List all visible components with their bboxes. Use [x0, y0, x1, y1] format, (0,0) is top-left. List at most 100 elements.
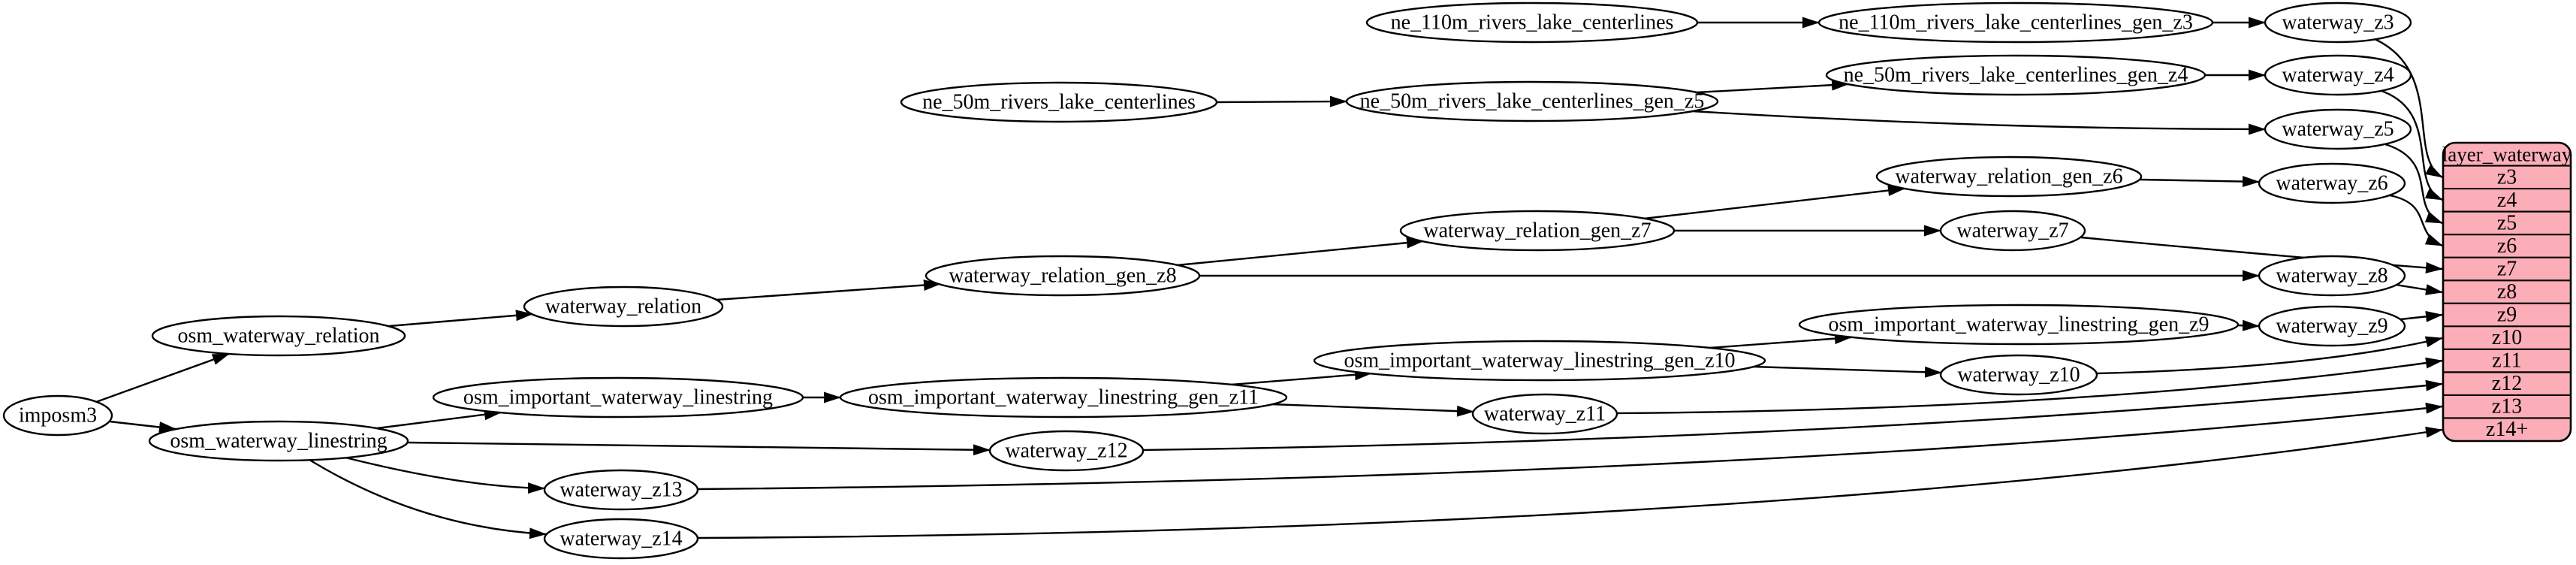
- edge-ne-50m-rivers-lake-centerlines-gen-z5-to-ne-50m-rivers-lake-centerlines-gen-z4: [1696, 79, 1849, 94]
- layer-table-row-z9: z9: [2497, 304, 2517, 327]
- node-ne-50m-rivers-lake-centerlines-gen-z5-shape: [1345, 80, 1719, 122]
- node-ne-50m-rivers-lake-centerlines-gen-z4: ne_50m_rivers_lake_centerlines_gen_z4: [1825, 54, 2206, 96]
- node-waterway-z9-shape: [2258, 305, 2406, 347]
- layer-table-row-z8: z8: [2497, 280, 2517, 304]
- edge-waterway-relation-gen-z6-to-waterway-z6: [2139, 176, 2260, 188]
- edge-waterway-z12-to-row-z12: [1142, 379, 2443, 452]
- node-ne-110m-rivers-lake-centerlines-gen-z3-shape: [1817, 2, 2214, 44]
- layer-table-row-z4: z4: [2497, 189, 2517, 212]
- node-osm-important-waterway-linestring-gen-z11-label: osm_important_waterway_linestring_gen_z1…: [868, 386, 1259, 409]
- node-waterway-z4-shape: [2264, 54, 2412, 96]
- node-waterway-z9: waterway_z9: [2258, 305, 2406, 347]
- node-waterway-z11: waterway_z11: [1471, 393, 1618, 435]
- node-waterway-z6: waterway_z6: [2258, 162, 2406, 204]
- node-imposm3-label: imposm3: [19, 404, 97, 428]
- edge-waterway-z7-to-row-z7: [2080, 236, 2443, 273]
- node-waterway-z10: waterway_z10: [1939, 354, 2098, 396]
- edge-osm-important-waterway-linestring-gen-z9-to-waterway-z9: [2237, 319, 2260, 331]
- edge-waterway-z5-to-row-z5: [2384, 143, 2443, 225]
- node-osm-important-waterway-linestring-gen-z9: osm_important_waterway_linestring_gen_z9: [1798, 304, 2240, 346]
- edge-imposm3-to-osm-waterway-linestring: [109, 420, 176, 433]
- node-osm-important-waterway-linestring-gen-z9-label: osm_important_waterway_linestring_gen_z9: [1829, 313, 2210, 337]
- node-ne-110m-rivers-lake-centerlines-shape: [1365, 2, 1699, 44]
- node-ne-50m-rivers-lake-centerlines-label: ne_50m_rivers_lake_centerlines: [922, 91, 1196, 114]
- node-waterway-z10-label: waterway_z10: [1957, 364, 2080, 387]
- node-waterway-z10-shape: [1939, 354, 2098, 396]
- node-waterway-relation-gen-z6-label: waterway_relation_gen_z6: [1895, 165, 2122, 189]
- node-waterway-z5: waterway_z5: [2264, 108, 2412, 150]
- edge-waterway-z11-to-row-z11: [1616, 357, 2443, 415]
- node-waterway-z8: waterway_z8: [2258, 255, 2406, 297]
- edge-waterway-z14-to-row-z14: [697, 426, 2443, 539]
- layer-waterway-table: layer_waterwayz3z4z5z6z7z8z9z10z11z12z13…: [2442, 141, 2572, 443]
- edge-osm-waterway-relation-to-waterway-relation: [388, 310, 533, 328]
- node-waterway-z5-shape: [2264, 108, 2412, 150]
- edge-ne-50m-rivers-lake-centerlines-to-ne-50m-rivers-lake-centerlines-gen-z5: [1216, 95, 1347, 107]
- edge-waterway-relation-gen-z7-to-waterway-relation-gen-z6: [1643, 185, 1905, 220]
- edge-imposm3-to-osm-waterway-relation: [95, 352, 230, 403]
- edge-waterway-z10-to-row-z10: [2096, 336, 2443, 375]
- layer-table-row-z13: z13: [2492, 395, 2522, 418]
- node-osm-important-waterway-linestring-label: osm_important_waterway_linestring: [463, 386, 773, 409]
- layer-table-row-z6: z6: [2497, 234, 2517, 258]
- node-waterway-relation-gen-z6: waterway_relation_gen_z6: [1875, 156, 2143, 198]
- node-ne-110m-rivers-lake-centerlines-label: ne_110m_rivers_lake_centerlines: [1391, 11, 1674, 35]
- node-waterway-z7-shape: [1939, 210, 2086, 252]
- node-waterway-z8-shape: [2258, 255, 2406, 297]
- node-osm-waterway-linestring-shape: [148, 420, 409, 462]
- node-osm-important-waterway-linestring-gen-z9-shape: [1798, 304, 2240, 346]
- layer-table-title: layer_waterway: [2442, 143, 2572, 165]
- node-osm-waterway-relation-label: osm_waterway_relation: [177, 325, 379, 348]
- node-waterway-relation-gen-z8-label: waterway_relation_gen_z8: [949, 264, 1176, 288]
- node-osm-important-waterway-linestring-gen-z10: osm_important_waterway_linestring_gen_z1…: [1313, 340, 1766, 382]
- edge-waterway-relation-to-waterway-relation-gen-z8: [716, 279, 941, 301]
- node-waterway-relation-gen-z7-shape: [1399, 210, 1676, 252]
- node-ne-110m-rivers-lake-centerlines: ne_110m_rivers_lake_centerlines: [1365, 2, 1699, 44]
- node-waterway-z5-label: waterway_z5: [2282, 118, 2394, 141]
- edge-osm-important-waterway-linestring-gen-z11-to-osm-important-waterway-linestring-gen-z10: [1230, 369, 1372, 386]
- node-ne-50m-rivers-lake-centerlines-gen-z4-label: ne_50m_rivers_lake_centerlines_gen_z4: [1844, 64, 2188, 87]
- layer-table-frame: [2442, 141, 2572, 443]
- node-waterway-z11-label: waterway_z11: [1484, 403, 1606, 426]
- edge-osm-important-waterway-linestring-gen-z10-to-osm-important-waterway-linestring-gen-z9: [1709, 333, 1852, 349]
- edge-waterway-z9-to-row-z9: [2400, 310, 2443, 322]
- edge-waterway-z13-to-row-z13: [697, 402, 2443, 491]
- node-osm-important-waterway-linestring-gen-z11: osm_important_waterway_linestring_gen_z1…: [839, 376, 1288, 418]
- edge-waterway-z4-to-row-z4: [2381, 89, 2443, 201]
- edge-osm-important-waterway-linestring-gen-z11-to-waterway-z11: [1271, 403, 1474, 417]
- node-ne-110m-rivers-lake-centerlines-gen-z3-label: ne_110m_rivers_lake_centerlines_gen_z3: [1838, 11, 2193, 35]
- node-waterway-z11-shape: [1471, 393, 1618, 435]
- edge-waterway-z8-to-row-z8: [2395, 283, 2443, 295]
- node-waterway-z3: waterway_z3: [2264, 2, 2412, 44]
- node-osm-waterway-relation-shape: [151, 315, 406, 357]
- node-waterway-z13-shape: [543, 469, 699, 511]
- edge-waterway-z6-to-row-z6: [2389, 194, 2443, 247]
- node-ne-50m-rivers-lake-centerlines-gen-z5: ne_50m_rivers_lake_centerlines_gen_z5: [1345, 80, 1719, 122]
- node-waterway-z6-label: waterway_z6: [2276, 172, 2387, 195]
- edge-osm-important-waterway-linestring-gen-z10-to-waterway-z10: [1752, 365, 1942, 378]
- layer-table-row-z12: z12: [2492, 372, 2522, 395]
- node-osm-important-waterway-linestring-shape: [432, 376, 804, 418]
- node-osm-important-waterway-linestring: osm_important_waterway_linestring: [432, 376, 804, 418]
- node-waterway-relation-gen-z7: waterway_relation_gen_z7: [1399, 210, 1676, 252]
- node-osm-important-waterway-linestring-gen-z11-shape: [839, 376, 1288, 418]
- node-waterway-z13-label: waterway_z13: [560, 479, 682, 502]
- layer-table-row-z5: z5: [2497, 211, 2517, 234]
- node-waterway-relation-shape: [523, 286, 724, 328]
- node-waterway-relation-gen-z8-shape: [925, 255, 1201, 297]
- node-waterway-z12-shape: [988, 430, 1145, 472]
- edges-layer: [95, 17, 2443, 539]
- node-ne-50m-rivers-lake-centerlines: ne_50m_rivers_lake_centerlines: [900, 81, 1218, 123]
- node-waterway-z3-label: waterway_z3: [2282, 11, 2394, 35]
- layer-table-row-z10: z10: [2492, 326, 2522, 349]
- node-waterway-relation: waterway_relation: [523, 286, 724, 328]
- node-osm-important-waterway-linestring-gen-z10-shape: [1313, 340, 1766, 382]
- node-waterway-z7-label: waterway_z7: [1956, 219, 2068, 243]
- node-waterway-z14-shape: [543, 518, 699, 560]
- node-ne-50m-rivers-lake-centerlines-gen-z5-label: ne_50m_rivers_lake_centerlines_gen_z5: [1360, 90, 1705, 113]
- node-osm-waterway-relation: osm_waterway_relation: [151, 315, 406, 357]
- node-waterway-relation-gen-z8: waterway_relation_gen_z8: [925, 255, 1201, 297]
- node-waterway-z12: waterway_z12: [988, 430, 1145, 472]
- layer-table-row-z3: z3: [2497, 165, 2517, 189]
